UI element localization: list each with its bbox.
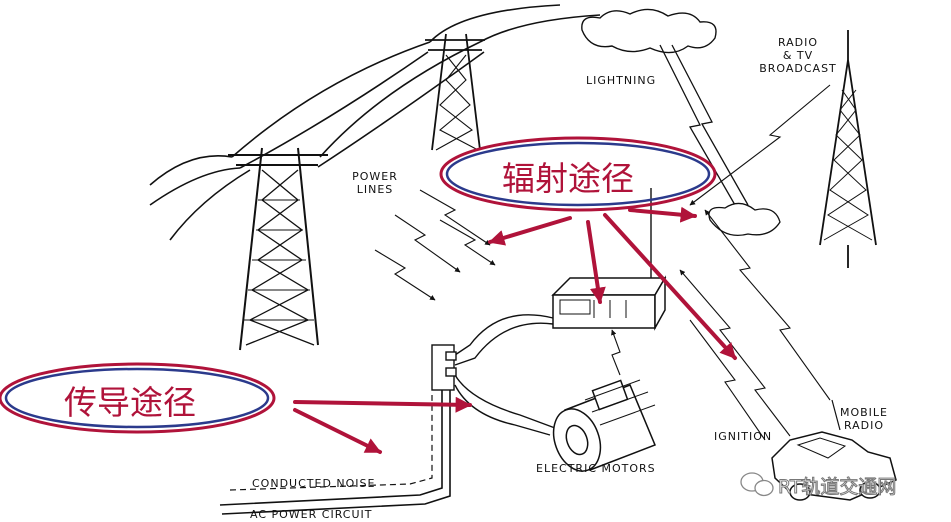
radio-tv-broadcast-label: RADIO & TV BROADCAST xyxy=(758,36,838,75)
power-line-noise xyxy=(374,189,496,301)
radio-tv-label-line-2: & TV xyxy=(782,49,814,62)
conducted-path-ellipse xyxy=(0,362,276,434)
lightning-bolt xyxy=(659,44,749,226)
signal-cables xyxy=(454,314,556,436)
power-lines-label-line-1: POWER xyxy=(352,170,398,183)
radio-tv-label-line-1: RADIO xyxy=(777,36,819,49)
mobile-radio-label: MOBILE RADIO xyxy=(834,406,894,432)
mobile-radio-label-line-2: RADIO xyxy=(843,419,885,432)
vehicle-noise xyxy=(679,209,831,441)
electric-motor xyxy=(552,379,656,472)
radiated-path-callout: 辐射途径 xyxy=(502,159,634,198)
ac-power-circuit-lines xyxy=(219,390,451,515)
power-lines-label: POWER LINES xyxy=(350,170,400,196)
conducted-arrows xyxy=(293,396,472,454)
conducted-path-callout: 传导途径 xyxy=(64,383,196,422)
car xyxy=(771,399,897,501)
ground-splash xyxy=(708,202,781,237)
mobile-radio-label-line-1: MOBILE xyxy=(839,406,889,419)
power-lines-label-line-2: LINES xyxy=(356,183,394,196)
wechat-icon xyxy=(740,472,774,497)
watermark-text: RT轨道交通网 xyxy=(777,476,897,499)
radiated-path-ellipse xyxy=(439,136,717,212)
power-lines xyxy=(149,4,601,241)
lightning-label: LIGHTNING xyxy=(586,74,657,87)
ignition-label: IGNITION xyxy=(714,430,773,443)
radio-tv-label-line-3: BROADCAST xyxy=(759,62,837,75)
lightning-cloud xyxy=(581,8,717,54)
power-tower-large xyxy=(228,147,328,351)
conducted-noise-label: CONDUCTED NOISE xyxy=(252,477,376,490)
broadcast-tower xyxy=(819,30,877,268)
plug-box xyxy=(431,344,457,391)
power-tower-small xyxy=(425,33,485,151)
electric-motors-label: ELECTRIC MOTORS xyxy=(536,462,656,475)
radiated-arrows xyxy=(488,206,737,360)
ac-power-circuit-label: AC POWER CIRCUIT xyxy=(250,508,373,521)
